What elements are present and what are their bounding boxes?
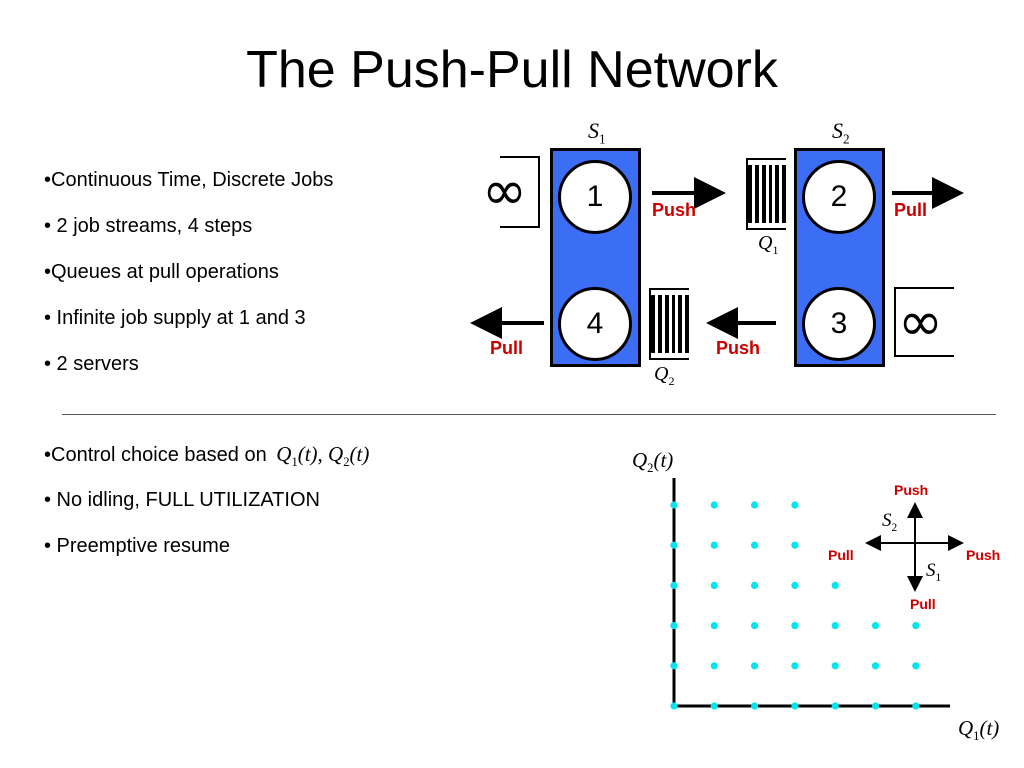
bullet-infinite-supply: • Infinite job supply at 1 and 3 <box>44 307 306 329</box>
state-dot <box>912 662 920 670</box>
state-dot <box>670 702 678 710</box>
step-4-node: 4 <box>558 287 632 361</box>
state-dot <box>751 702 759 710</box>
state-dot <box>871 702 880 710</box>
state-dot <box>751 541 759 549</box>
state-dot <box>791 662 799 670</box>
state-dot <box>751 662 759 670</box>
bullet-continuous-time: •Continuous Time, Discrete Jobs <box>44 169 334 191</box>
state-dot <box>871 622 880 630</box>
bullet-preemptive: • Preemptive resume <box>44 535 230 557</box>
step-1-label: 1 <box>586 180 604 213</box>
bullet-job-streams: • 2 job streams, 4 steps <box>44 215 253 237</box>
server1-label: S1 <box>588 118 606 147</box>
state-dot <box>751 501 759 509</box>
step-3-label: 3 <box>830 307 848 340</box>
state-dot <box>670 622 678 630</box>
step-1-action: Push <box>652 200 697 220</box>
infinite-supply-1-box <box>500 156 540 228</box>
queue-2-icon <box>649 288 689 360</box>
state-dot <box>791 581 799 590</box>
state-dot <box>831 702 839 710</box>
bullet-servers: • 2 servers <box>44 353 139 375</box>
state-dot <box>710 501 718 509</box>
state-dot <box>710 702 718 710</box>
slide-title: The Push-Pull Network <box>246 41 778 99</box>
state-dot <box>871 662 880 670</box>
infinity-3-icon: ∞ <box>898 290 943 353</box>
state-dot <box>710 581 718 590</box>
step-3-node: 3 <box>802 287 876 361</box>
state-dot <box>710 662 718 670</box>
queue-1-label: Q1 <box>758 232 779 257</box>
state-dot <box>751 622 759 630</box>
state-dot <box>670 581 678 590</box>
legend-left-label: Pull <box>828 547 854 563</box>
step-1-node: 1 <box>558 160 632 234</box>
state-dot <box>831 581 839 590</box>
state-dot <box>831 622 839 630</box>
step-2-node: 2 <box>802 160 876 234</box>
x-axis-label: Q1(t) <box>958 716 1000 744</box>
state-dot <box>791 702 799 710</box>
step-4-action: Pull <box>490 338 524 358</box>
step-2-label: 2 <box>830 180 848 213</box>
control-choice-text: •Control choice based on <box>44 444 267 466</box>
queue-1-icon <box>746 158 786 230</box>
step-2-action: Pull <box>894 200 928 220</box>
legend-up-label: Push <box>894 482 929 498</box>
y-axis-label: Q2(t) <box>632 448 674 476</box>
state-dot <box>710 622 718 630</box>
step-3-action: Push <box>716 338 761 358</box>
bullet-control-choice: •Control choice based on Q1(t), Q2(t) <box>44 442 369 474</box>
legend-right-label: Push <box>966 547 1001 563</box>
bullet-queues: •Queues at pull operations <box>44 261 279 283</box>
state-dot <box>791 622 799 630</box>
queue-2-label: Q2 <box>654 363 675 388</box>
state-dot <box>670 662 678 670</box>
state-dot <box>912 622 920 630</box>
infinity-1-icon: ∞ <box>482 159 527 222</box>
section-divider <box>62 414 996 415</box>
legend-s1-label: S1 <box>926 560 942 584</box>
state-dot <box>831 662 839 670</box>
server2-label: S2 <box>832 118 850 147</box>
state-dot <box>791 541 799 549</box>
state-dot <box>670 541 678 549</box>
state-dot <box>670 501 678 509</box>
bullet-no-idling: • No idling, FULL UTILIZATION <box>44 489 320 511</box>
legend-s2-label: S2 <box>882 510 898 534</box>
state-dot <box>912 702 920 710</box>
legend-down-label: Pull <box>910 596 936 612</box>
infinite-supply-3-box <box>894 287 954 357</box>
step-4-label: 4 <box>586 307 604 340</box>
state-dot <box>791 501 799 509</box>
state-dot <box>710 541 718 549</box>
state-dot <box>751 581 759 590</box>
control-choice-math: Q1(t), Q2(t) <box>276 442 370 470</box>
